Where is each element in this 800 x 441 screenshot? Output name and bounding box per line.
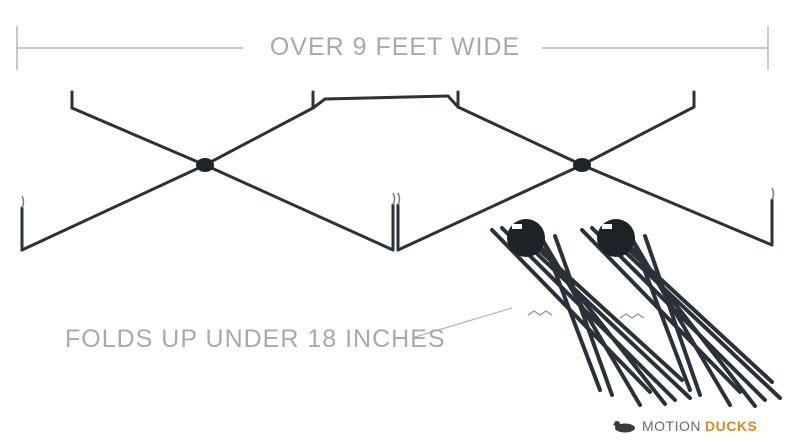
fold-caption: FOLDS UP UNDER 18 INCHES xyxy=(65,325,446,353)
folded-frame-left xyxy=(490,226,692,407)
width-dimension-line xyxy=(16,26,769,70)
folded-frame-right xyxy=(580,226,782,408)
unfolded-frame xyxy=(20,90,774,252)
folded-springs xyxy=(527,310,645,319)
width-headline: OVER 9 FEET WIDE xyxy=(269,33,521,61)
clips xyxy=(21,187,775,209)
fold-leader-line xyxy=(414,307,513,338)
brand-name-part2: DUCKS xyxy=(705,418,758,434)
brand-name-part1: MOTION xyxy=(642,418,701,434)
hub-joints xyxy=(196,158,591,172)
folded-hubs xyxy=(507,219,635,257)
duck-icon xyxy=(612,421,635,433)
